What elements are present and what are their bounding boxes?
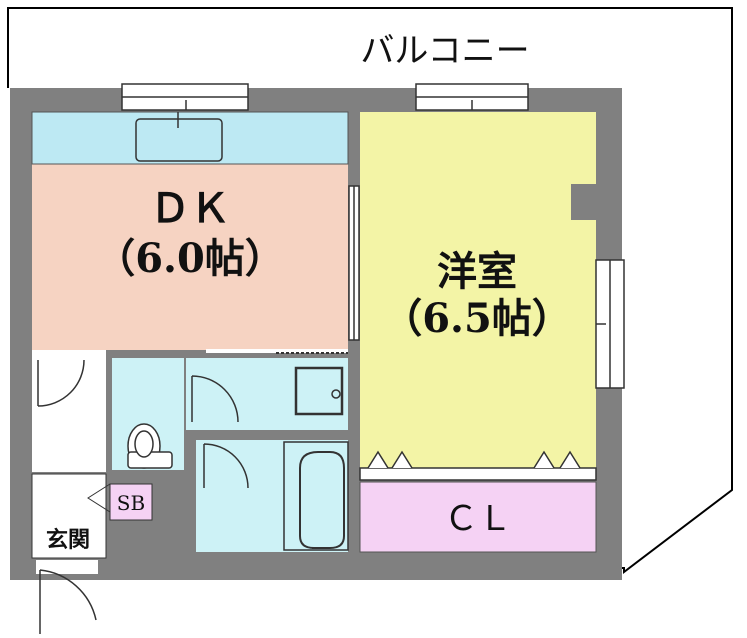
window-dk	[121, 83, 249, 111]
closet-room	[359, 481, 597, 553]
closet-doors	[359, 450, 597, 481]
western-size: （6.5帖）	[382, 295, 572, 342]
shoebox-name: SB	[117, 491, 145, 515]
tub-basin	[299, 451, 345, 549]
western-room	[360, 112, 596, 472]
balcony: バルコニー	[7, 7, 733, 575]
toilet	[127, 423, 173, 469]
washroom-door	[191, 375, 239, 423]
entrance-name: 玄関	[46, 527, 90, 553]
pillar	[571, 184, 597, 220]
sliding-door-dk	[348, 185, 360, 341]
balcony-label: バルコニー	[360, 31, 529, 71]
entrance-area	[31, 473, 107, 559]
shoebox	[109, 483, 153, 521]
front-door	[36, 560, 98, 634]
closet-name: ＣＬ	[444, 499, 512, 539]
western-name: 洋室	[437, 248, 517, 295]
dk-name: ＤＫ	[150, 185, 230, 232]
kitchen-sink	[135, 118, 223, 162]
bathroom-door	[203, 443, 249, 489]
window-western-side	[595, 259, 625, 389]
dk-size: （6.0帖）	[95, 235, 285, 282]
corridor-door	[37, 359, 85, 407]
washing-machine-pan	[294, 366, 344, 416]
corridor	[32, 350, 106, 472]
window-western-top	[415, 83, 529, 111]
